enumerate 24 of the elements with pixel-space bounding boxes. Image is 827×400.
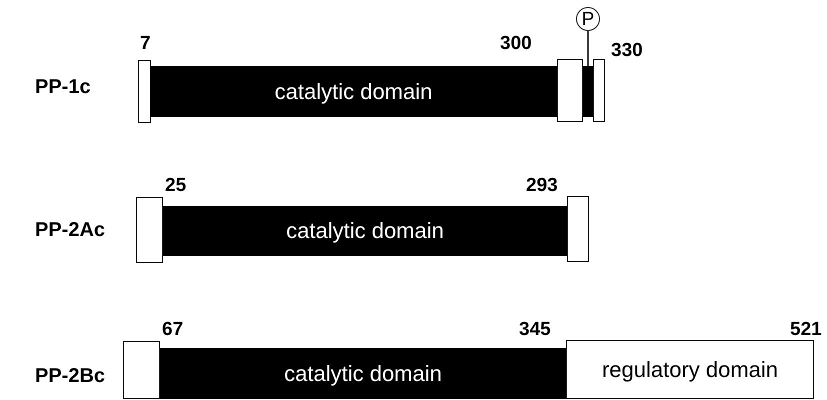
terminal-segment [123, 341, 160, 399]
residue-number: 67 [162, 320, 184, 339]
residue-number: 7 [140, 34, 151, 53]
terminal-segment [136, 197, 163, 263]
phosphate-circle: P [576, 7, 600, 31]
residue-number: 300 [500, 34, 532, 53]
catalytic-domain-bar: catalytic domain [163, 206, 567, 256]
terminal-segment [593, 59, 605, 122]
connector-line [587, 31, 589, 66]
residue-number: 293 [526, 176, 558, 195]
linker-segment [583, 66, 593, 117]
catalytic-domain-bar: catalytic domain [150, 66, 557, 117]
protein-name: PP-2Ac [35, 220, 106, 240]
terminal-segment [138, 60, 151, 123]
residue-number: 330 [611, 41, 643, 60]
protein-name: PP-2Bc [35, 366, 106, 386]
residue-number: 345 [519, 320, 551, 339]
catalytic-domain-bar: catalytic domain [160, 348, 566, 399]
residue-number: 25 [165, 176, 186, 195]
regulatory-domain-bar: regulatory domain [566, 340, 814, 399]
residue-number: 521 [790, 320, 822, 339]
terminal-segment [557, 59, 583, 122]
protein-name: PP-1c [35, 77, 91, 97]
terminal-segment [567, 196, 589, 262]
